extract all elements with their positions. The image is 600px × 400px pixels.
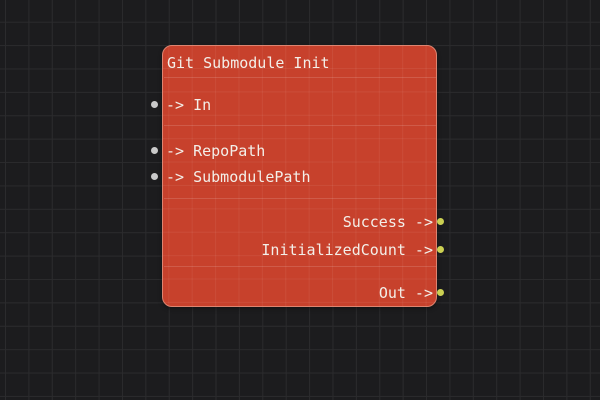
- output-port-row: Out ->: [163, 282, 444, 304]
- output-port-row: Success ->: [163, 211, 444, 233]
- output-port-label: Success ->: [342, 212, 433, 231]
- input-port-row: -> RepoPath: [151, 140, 436, 162]
- input-port-label: -> SubmodulePath: [166, 167, 311, 186]
- input-port-row: -> SubmodulePath: [151, 166, 436, 188]
- output-port-label: InitializedCount ->: [261, 240, 433, 259]
- output-port-label: Out ->: [378, 283, 433, 302]
- node-git-submodule-init[interactable]: Git Submodule Init -> In -> RepoPath -> Su…: [151, 45, 444, 307]
- input-port-label: -> RepoPath: [166, 141, 266, 160]
- input-port-dot[interactable]: [151, 101, 158, 108]
- node-title: Git Submodule Init: [167, 53, 330, 72]
- input-port-label: -> In: [166, 95, 212, 114]
- section-divider: [163, 265, 436, 267]
- input-port-row: -> In: [151, 94, 436, 116]
- output-port-dot[interactable]: [437, 289, 444, 296]
- output-port-dot[interactable]: [437, 218, 444, 225]
- input-port-dot[interactable]: [151, 147, 158, 154]
- section-divider: [163, 197, 436, 199]
- section-divider: [163, 76, 436, 78]
- input-port-dot[interactable]: [151, 173, 158, 180]
- section-divider: [163, 124, 436, 126]
- output-port-dot[interactable]: [437, 246, 444, 253]
- output-port-row: InitializedCount ->: [163, 239, 444, 261]
